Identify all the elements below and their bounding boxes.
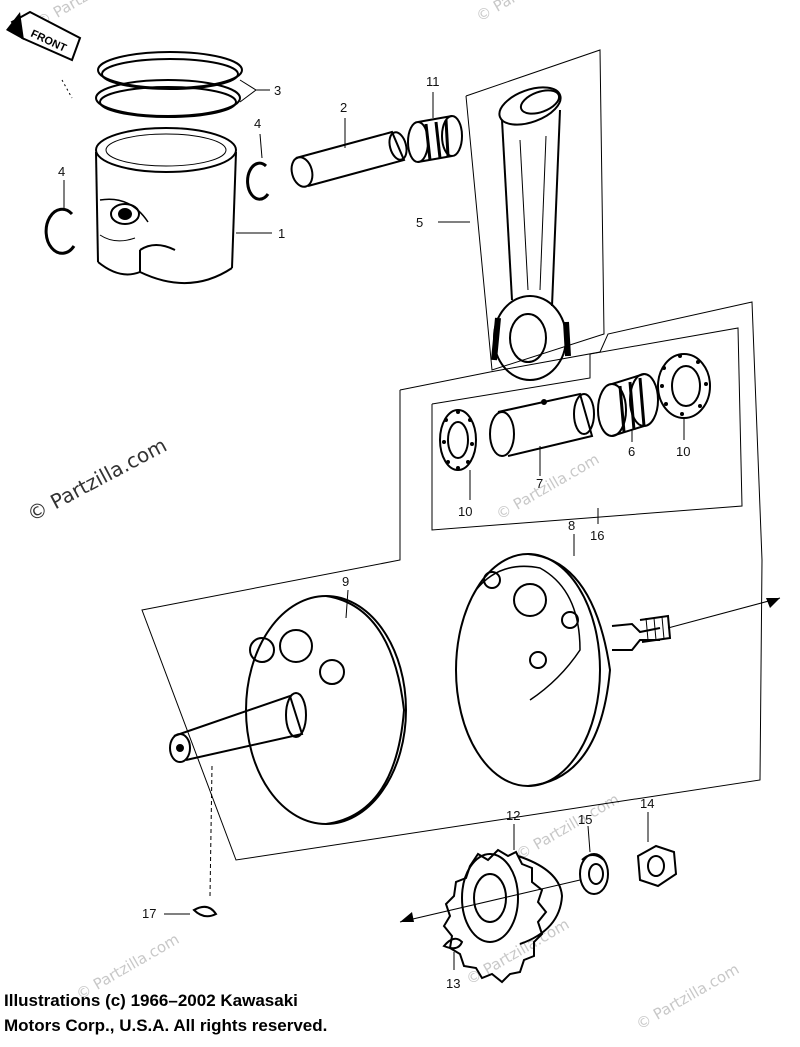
faint-watermarks: © Partzilla.com © Partzilla.com © Partzi… <box>33 0 742 1033</box>
circlip-right <box>246 161 270 201</box>
callout-11: 11 <box>426 74 440 89</box>
piston-rings <box>95 51 243 118</box>
callout-6: 6 <box>628 444 635 459</box>
callout-7: 7 <box>536 476 543 491</box>
piston-pin <box>290 130 408 188</box>
faint-watermark: © Partzilla.com <box>463 915 572 988</box>
callout-15: 15 <box>578 812 592 827</box>
connecting-rod <box>491 86 571 381</box>
callout-9: 9 <box>342 574 349 589</box>
callout-8: 8 <box>568 518 575 533</box>
crank-pin <box>489 392 595 457</box>
crank-flywheel-left <box>169 595 407 825</box>
woodruff-key-17 <box>192 905 218 918</box>
faint-watermark: © Partzilla.com <box>473 0 582 25</box>
callout-5: 5 <box>416 215 423 230</box>
crankpin-outline <box>431 327 743 531</box>
thrust-washer-right <box>657 353 711 419</box>
front-arrow-icon: FRONT <box>6 10 82 99</box>
woodruff-key-13 <box>442 937 464 950</box>
callouts: 1 2 3 4 4 5 6 7 8 9 10 10 11 12 13 14 15… <box>58 74 690 991</box>
callout-14: 14 <box>640 796 654 811</box>
callout-17: 17 <box>142 906 156 921</box>
callout-10-right: 10 <box>676 444 690 459</box>
callout-13: 13 <box>446 976 460 991</box>
needle-bearing-small <box>407 115 463 163</box>
faint-watermark: © Partzilla.com <box>493 450 602 523</box>
copyright-line-2: Motors Corp., U.S.A. All rights reserved… <box>4 1016 328 1035</box>
callout-10-left: 10 <box>458 504 472 519</box>
faint-watermark: © Partzilla.com <box>633 960 742 1033</box>
crankshaft-outline <box>141 301 763 861</box>
callout-12: 12 <box>506 808 520 823</box>
needle-bearing-large <box>597 373 659 437</box>
callout-4-right: 4 <box>254 116 261 131</box>
callout-4-left: 4 <box>58 164 65 179</box>
crank-flywheel-right <box>455 553 672 787</box>
axis-arrow-left <box>399 879 581 923</box>
copyright-notice: Illustrations (c) 1966–2002 Kawasaki Mot… <box>4 988 327 1038</box>
copyright-line-1: Illustrations (c) 1966–2002 Kawasaki <box>4 991 298 1010</box>
piston <box>95 127 237 285</box>
callout-2: 2 <box>340 100 347 115</box>
faint-watermark: © Partzilla.com <box>513 790 622 863</box>
callout-3: 3 <box>274 83 281 98</box>
nut <box>636 844 678 888</box>
axis-arrow-right <box>667 597 781 629</box>
main-watermark: © Partzilla.com <box>23 433 171 527</box>
circlip-left <box>44 207 76 255</box>
conrod-assembly-outline <box>465 49 605 371</box>
callout-1: 1 <box>278 226 285 241</box>
primary-gear <box>442 848 564 984</box>
lock-washer <box>579 853 609 895</box>
callout-16: 16 <box>590 528 604 543</box>
